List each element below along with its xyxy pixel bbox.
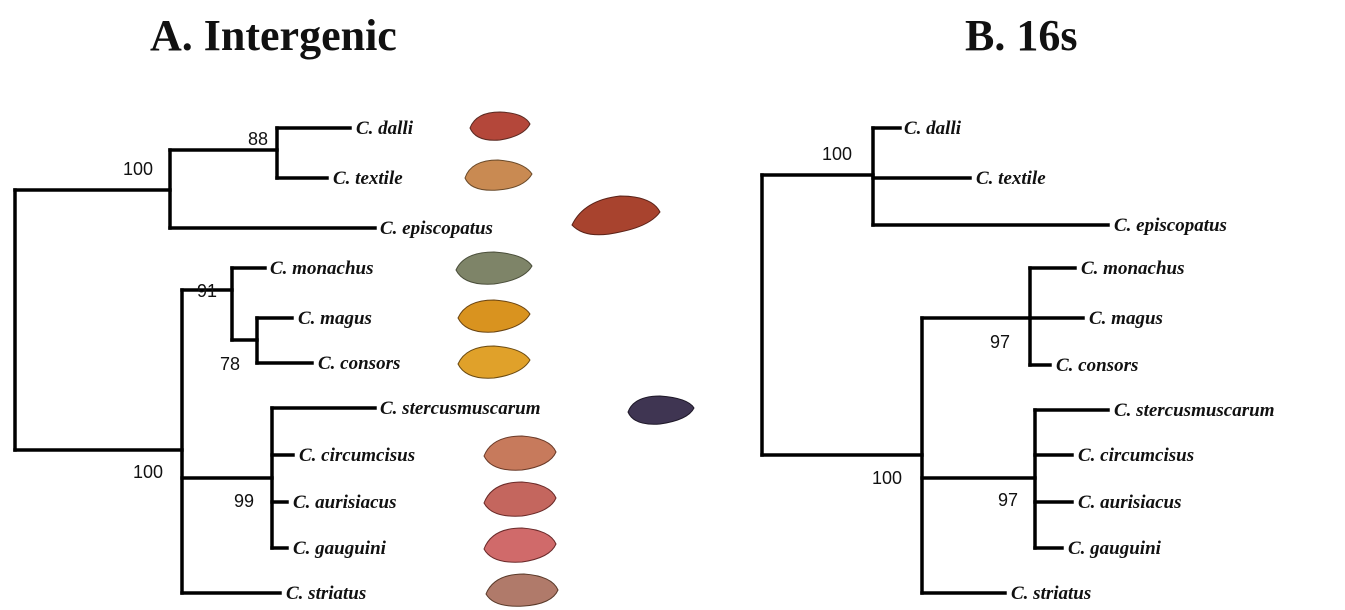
support-value: 88 bbox=[248, 129, 268, 149]
support-value: 100 bbox=[123, 159, 153, 179]
taxon-label: C. magus bbox=[1089, 308, 1163, 329]
shell-image bbox=[458, 300, 530, 332]
panel-b-title: B. 16s bbox=[965, 11, 1077, 60]
support-value: 97 bbox=[990, 332, 1010, 352]
shell-image bbox=[486, 574, 558, 606]
taxon-label: C. striatus bbox=[286, 583, 366, 604]
shell-image bbox=[572, 196, 660, 235]
taxon-label: C. consors bbox=[318, 353, 400, 374]
panel-b-taxon-labels: C. dalli C. textile C. episcopatus C. mo… bbox=[904, 118, 1274, 604]
taxon-label: C. gauguini bbox=[293, 538, 387, 559]
shell-image bbox=[456, 252, 532, 284]
shell-image bbox=[484, 436, 556, 470]
panel-a-title: A. Intergenic bbox=[150, 11, 397, 60]
support-value: 91 bbox=[197, 281, 217, 301]
taxon-label: C. textile bbox=[976, 168, 1046, 189]
taxon-label: C. magus bbox=[298, 308, 372, 329]
taxon-label: C. episcopatus bbox=[1114, 215, 1227, 236]
taxon-label: C. textile bbox=[333, 168, 403, 189]
taxon-label: C. circumcisus bbox=[299, 445, 415, 466]
shell-image bbox=[628, 396, 694, 424]
taxon-label: C. aurisiacus bbox=[293, 492, 396, 513]
shell-image bbox=[458, 346, 530, 378]
shell-image bbox=[470, 112, 530, 140]
panel-b-16s: B. 16s bbox=[762, 11, 1274, 604]
taxon-label: C. dalli bbox=[356, 118, 414, 139]
taxon-label: C. aurisiacus bbox=[1078, 492, 1181, 513]
panel-a-intergenic: A. Intergenic bbox=[15, 11, 694, 606]
support-value: 100 bbox=[872, 468, 902, 488]
panel-a-shell-images bbox=[456, 112, 694, 606]
shell-image bbox=[484, 482, 556, 516]
taxon-label: C. stercusmuscarum bbox=[380, 398, 540, 419]
taxon-label: C. dalli bbox=[904, 118, 962, 139]
taxon-label: C. gauguini bbox=[1068, 538, 1162, 559]
taxon-label: C. monachus bbox=[1081, 258, 1184, 279]
taxon-label: C. episcopatus bbox=[380, 218, 493, 239]
support-value: 99 bbox=[234, 491, 254, 511]
taxon-label: C. circumcisus bbox=[1078, 445, 1194, 466]
support-value: 100 bbox=[822, 144, 852, 164]
support-value: 97 bbox=[998, 490, 1018, 510]
shell-image bbox=[465, 160, 532, 190]
panel-a-support-values: 88 100 91 78 100 99 bbox=[123, 129, 268, 511]
support-value: 100 bbox=[133, 462, 163, 482]
shell-image bbox=[484, 528, 556, 562]
taxon-label: C. monachus bbox=[270, 258, 373, 279]
taxon-label: C. consors bbox=[1056, 355, 1138, 376]
taxon-label: C. stercusmuscarum bbox=[1114, 400, 1274, 421]
support-value: 78 bbox=[220, 354, 240, 374]
taxon-label: C. striatus bbox=[1011, 583, 1091, 604]
